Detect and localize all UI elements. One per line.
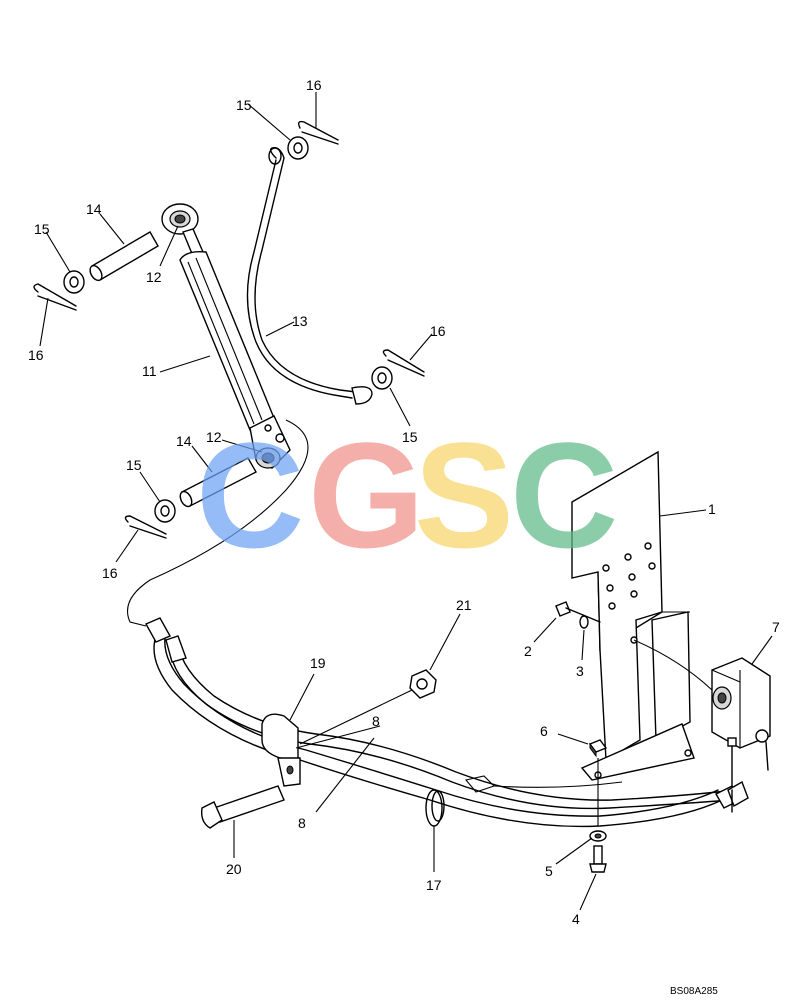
watermark-letter-s: S — [414, 411, 514, 579]
callout-12-upper: 12 — [146, 269, 162, 285]
callout-20: 20 — [226, 861, 242, 877]
watermark-letter-g: G — [308, 411, 425, 579]
callout-21: 21 — [456, 597, 472, 613]
washer-right — [371, 366, 393, 390]
control-valve — [711, 657, 771, 791]
drawing-code: BS08A285 — [670, 986, 718, 997]
callout-16-right: 16 — [430, 323, 446, 339]
washer-upper-left — [63, 270, 85, 294]
callout-13: 13 — [292, 313, 308, 329]
hydraulic-cylinder — [161, 203, 291, 469]
callout-19: 19 — [310, 655, 326, 671]
callout-8-lower: 8 — [298, 815, 306, 831]
cotter-pin-left — [33, 283, 77, 311]
hydraulic-hoses — [145, 617, 749, 828]
callout-15-top: 15 — [236, 97, 252, 113]
clamp-bolt — [200, 785, 285, 829]
callout-14-upper: 14 — [86, 201, 102, 217]
cotter-pin-lower — [124, 515, 167, 539]
callout-1: 1 — [708, 501, 716, 517]
bracket-bolt — [555, 601, 601, 623]
washer-upper-right — [287, 136, 309, 160]
bracket-bottom-bolt — [589, 845, 607, 873]
callout-15-right: 15 — [402, 429, 418, 445]
watermark-letter-c1: C — [196, 411, 304, 579]
cotter-pin-right — [382, 349, 425, 377]
watermark-logo: C G S C — [196, 411, 618, 579]
callout-17: 17 — [426, 877, 442, 893]
callout-labels: 1 2 3 4 5 6 7 8 8 11 12 12 13 14 14 15 1… — [28, 77, 780, 997]
cotter-pin-top — [297, 120, 339, 145]
hydraulic-tube — [246, 147, 373, 405]
hose-clamp-block — [261, 713, 301, 787]
mounting-bracket — [571, 450, 695, 781]
leader-lines — [39, 92, 773, 911]
callout-5: 5 — [545, 863, 553, 879]
callout-4: 4 — [572, 911, 580, 927]
callout-12-lower: 12 — [206, 429, 222, 445]
callout-15-lower: 15 — [126, 457, 142, 473]
callout-7: 7 — [772, 619, 780, 635]
callout-16-top: 16 — [306, 77, 322, 93]
callout-11: 11 — [142, 363, 157, 379]
hose-clip — [425, 789, 445, 827]
upper-pivot-pin — [89, 231, 159, 282]
callout-6: 6 — [540, 723, 548, 739]
bracket-nut — [588, 739, 608, 758]
clamp-nut — [299, 669, 437, 745]
callout-16-left: 16 — [28, 347, 44, 363]
callout-3: 3 — [576, 663, 584, 679]
callout-15-left: 15 — [34, 221, 50, 237]
washer-lower-left — [154, 499, 176, 523]
bracket-washer — [589, 830, 607, 842]
watermark-letter-c2: C — [510, 411, 618, 579]
callout-16-lower: 16 — [102, 565, 118, 581]
callout-2: 2 — [524, 643, 532, 659]
callout-8-upper: 8 — [372, 713, 380, 729]
callout-14-lower: 14 — [176, 433, 192, 449]
lower-pivot-pin — [179, 457, 257, 508]
bracket-lock-washer — [579, 615, 589, 629]
